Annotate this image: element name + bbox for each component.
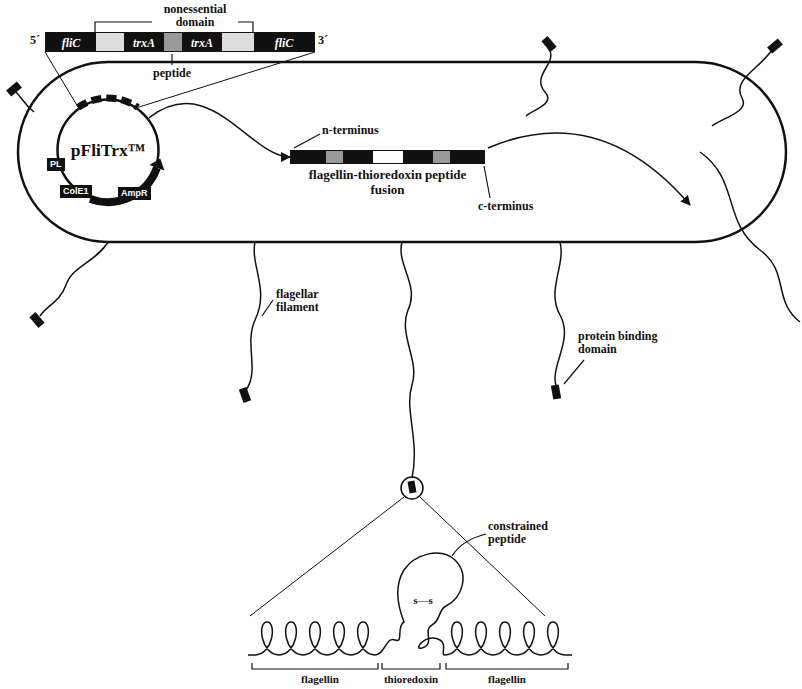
- resistance-gene-arc: [90, 168, 157, 202]
- export-arrow: [488, 133, 690, 205]
- plasmid-part-label: AmpR: [118, 187, 151, 200]
- binding-domain-block: [29, 312, 44, 328]
- zoom-circle: [401, 477, 423, 499]
- binding-domain-block: [408, 480, 417, 493]
- flagellum: [16, 92, 34, 112]
- expression-arrow: [149, 104, 290, 157]
- binding-domain-block: [551, 384, 561, 399]
- thioredoxin-fold: [375, 553, 463, 655]
- flagellum: [555, 242, 565, 386]
- binding-domain-block: [541, 36, 556, 52]
- terminus-label: c-terminus: [478, 200, 533, 213]
- fusion-segment: [326, 151, 344, 163]
- flagellum: [401, 242, 414, 478]
- flagellum: [700, 152, 800, 322]
- binding-domain-block: [767, 38, 783, 53]
- fusion-segment: [433, 151, 451, 163]
- binding-domain-block: [239, 387, 251, 403]
- gene-segment: trxA: [124, 33, 164, 51]
- gene-segment: [222, 33, 254, 51]
- gene-name: trxA: [191, 36, 213, 50]
- leader-line: [171, 54, 172, 65]
- part-label: constrained peptide: [488, 520, 568, 546]
- end-label: 5´: [30, 34, 40, 47]
- binding-domains: [6, 36, 783, 493]
- flagellum: [526, 48, 551, 116]
- flagellin-helix: [445, 622, 572, 655]
- binding-domain-block: [6, 81, 22, 96]
- plasmid-part-label: PL: [47, 158, 65, 171]
- gene-construct-bar: fliC trxA trxA fliC: [45, 32, 315, 52]
- plasmid-part-label: ColE1: [60, 185, 92, 198]
- fusion-segment: [450, 151, 484, 163]
- leader-line: [452, 534, 486, 556]
- gene-segment: [164, 33, 182, 51]
- leader-line: [262, 300, 273, 316]
- gene-name: fliC: [62, 36, 81, 50]
- cell-outline: [18, 62, 786, 242]
- flagellum: [246, 242, 261, 390]
- zoom-connector: [45, 52, 315, 107]
- gene-segment: trxA: [182, 33, 222, 51]
- plasmid-name: pFliTrx™: [56, 139, 160, 161]
- fusion-caption: flagellin-thioredoxin peptide fusion: [308, 167, 468, 197]
- leader-line: [294, 134, 320, 148]
- gene-name: trxA: [133, 36, 155, 50]
- leader-line: [564, 360, 584, 384]
- gene-segment: fliC: [46, 33, 96, 51]
- terminus-label: n-terminus: [322, 124, 379, 137]
- end-label: 3´: [318, 34, 328, 47]
- domain-name: flagellin: [472, 673, 542, 685]
- fusion-segment: [343, 151, 373, 163]
- gene-name: fliC: [275, 36, 294, 50]
- part-label: peptide: [150, 67, 194, 80]
- domain-label: nonessential domain: [150, 3, 240, 29]
- flagellin-helix: [248, 622, 375, 655]
- part-label: protein binding domain: [578, 330, 678, 356]
- domain-bracket: [95, 22, 253, 32]
- domain-name: flagellin: [285, 673, 355, 685]
- leader-line: [484, 166, 490, 198]
- fusion-bar: [290, 150, 485, 164]
- fusion-segment: [403, 151, 433, 163]
- domain-brackets: [252, 663, 568, 669]
- gene-segment: fliC: [254, 33, 314, 51]
- part-label: flagellar filament: [276, 288, 338, 314]
- domain-name: thioredoxin: [381, 673, 441, 685]
- fusion-segment: [291, 151, 326, 163]
- bond-label: s—s: [403, 594, 443, 606]
- fusion-segment: [373, 151, 403, 163]
- flagellum: [40, 242, 108, 316]
- fusion-protein-bar: flagellin-thioredoxin peptide fusion: [290, 150, 485, 197]
- flagellum: [712, 50, 772, 126]
- flagella: [16, 48, 800, 478]
- gene-segment: [96, 33, 124, 51]
